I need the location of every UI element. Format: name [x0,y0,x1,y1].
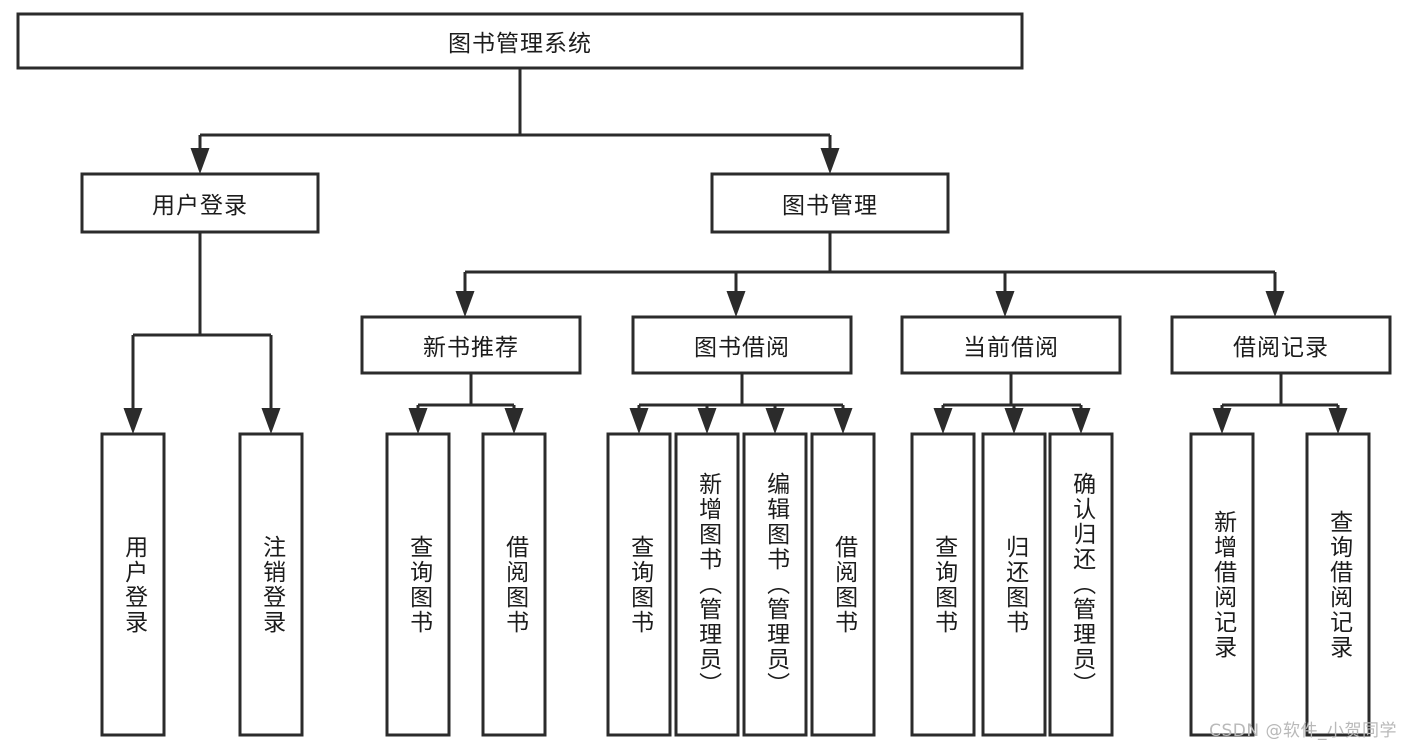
node-box-leaf-cb-return[interactable] [981,432,1047,737]
arrow-head-icon [504,408,524,434]
node-box-leaf-br-add[interactable] [1189,432,1255,737]
arrow-head-icon [820,148,840,174]
node-box-leaf-bb-add[interactable] [674,432,740,737]
edge-br-to-leaves [1212,373,1348,434]
node-box-leaf-rec-query[interactable] [385,432,451,737]
node-box-leaf-rec-borrow[interactable] [481,432,547,737]
arrow-head-icon [629,408,649,434]
arrow-head-icon [261,408,281,434]
edge-bookmanage-to-level3 [455,232,1285,317]
node-box-book-manage[interactable] [710,172,950,234]
arrow-head-icon [1265,291,1285,317]
arrow-head-icon [1004,408,1024,434]
node-box-new-book-rec[interactable] [360,315,582,375]
node-box-user-login[interactable] [80,172,320,234]
node-box-current-borrow[interactable] [900,315,1122,375]
watermark-text: CSDN @软件_小贺同学 [1209,721,1397,741]
arrow-head-icon [765,408,785,434]
node-box-leaf-logout[interactable] [238,432,304,737]
arrow-head-icon [933,408,953,434]
edge-bb-to-leaves [629,373,853,434]
node-box-borrow-record[interactable] [1170,315,1392,375]
node-box-root[interactable] [16,12,1024,70]
node-box-leaf-bb-borrow[interactable] [810,432,876,737]
arrow-head-icon [833,408,853,434]
node-box-layer [16,12,1392,737]
arrow-head-icon [726,291,746,317]
node-box-leaf-bb-edit[interactable] [742,432,808,737]
edge-root-to-level2 [190,68,840,174]
edge-userlogin-to-leaves [123,232,281,434]
arrow-head-icon [697,408,717,434]
node-box-leaf-cb-confirm[interactable] [1048,432,1114,737]
arrow-head-icon [190,148,210,174]
arrow-head-icon [123,408,143,434]
node-box-leaf-user-login[interactable] [100,432,166,737]
arrow-head-icon [995,291,1015,317]
arrow-head-icon [1071,408,1091,434]
node-box-leaf-cb-query[interactable] [910,432,976,737]
connector-layer [123,68,1348,434]
edge-rec-to-leaves [408,373,524,434]
arrow-head-icon [408,408,428,434]
arrow-head-icon [455,291,475,317]
node-box-leaf-bb-query[interactable] [606,432,672,737]
arrow-head-icon [1328,408,1348,434]
edge-cb-to-leaves [933,373,1091,434]
node-box-book-borrow[interactable] [631,315,853,375]
node-box-leaf-br-query[interactable] [1305,432,1371,737]
arrow-head-icon [1212,408,1232,434]
